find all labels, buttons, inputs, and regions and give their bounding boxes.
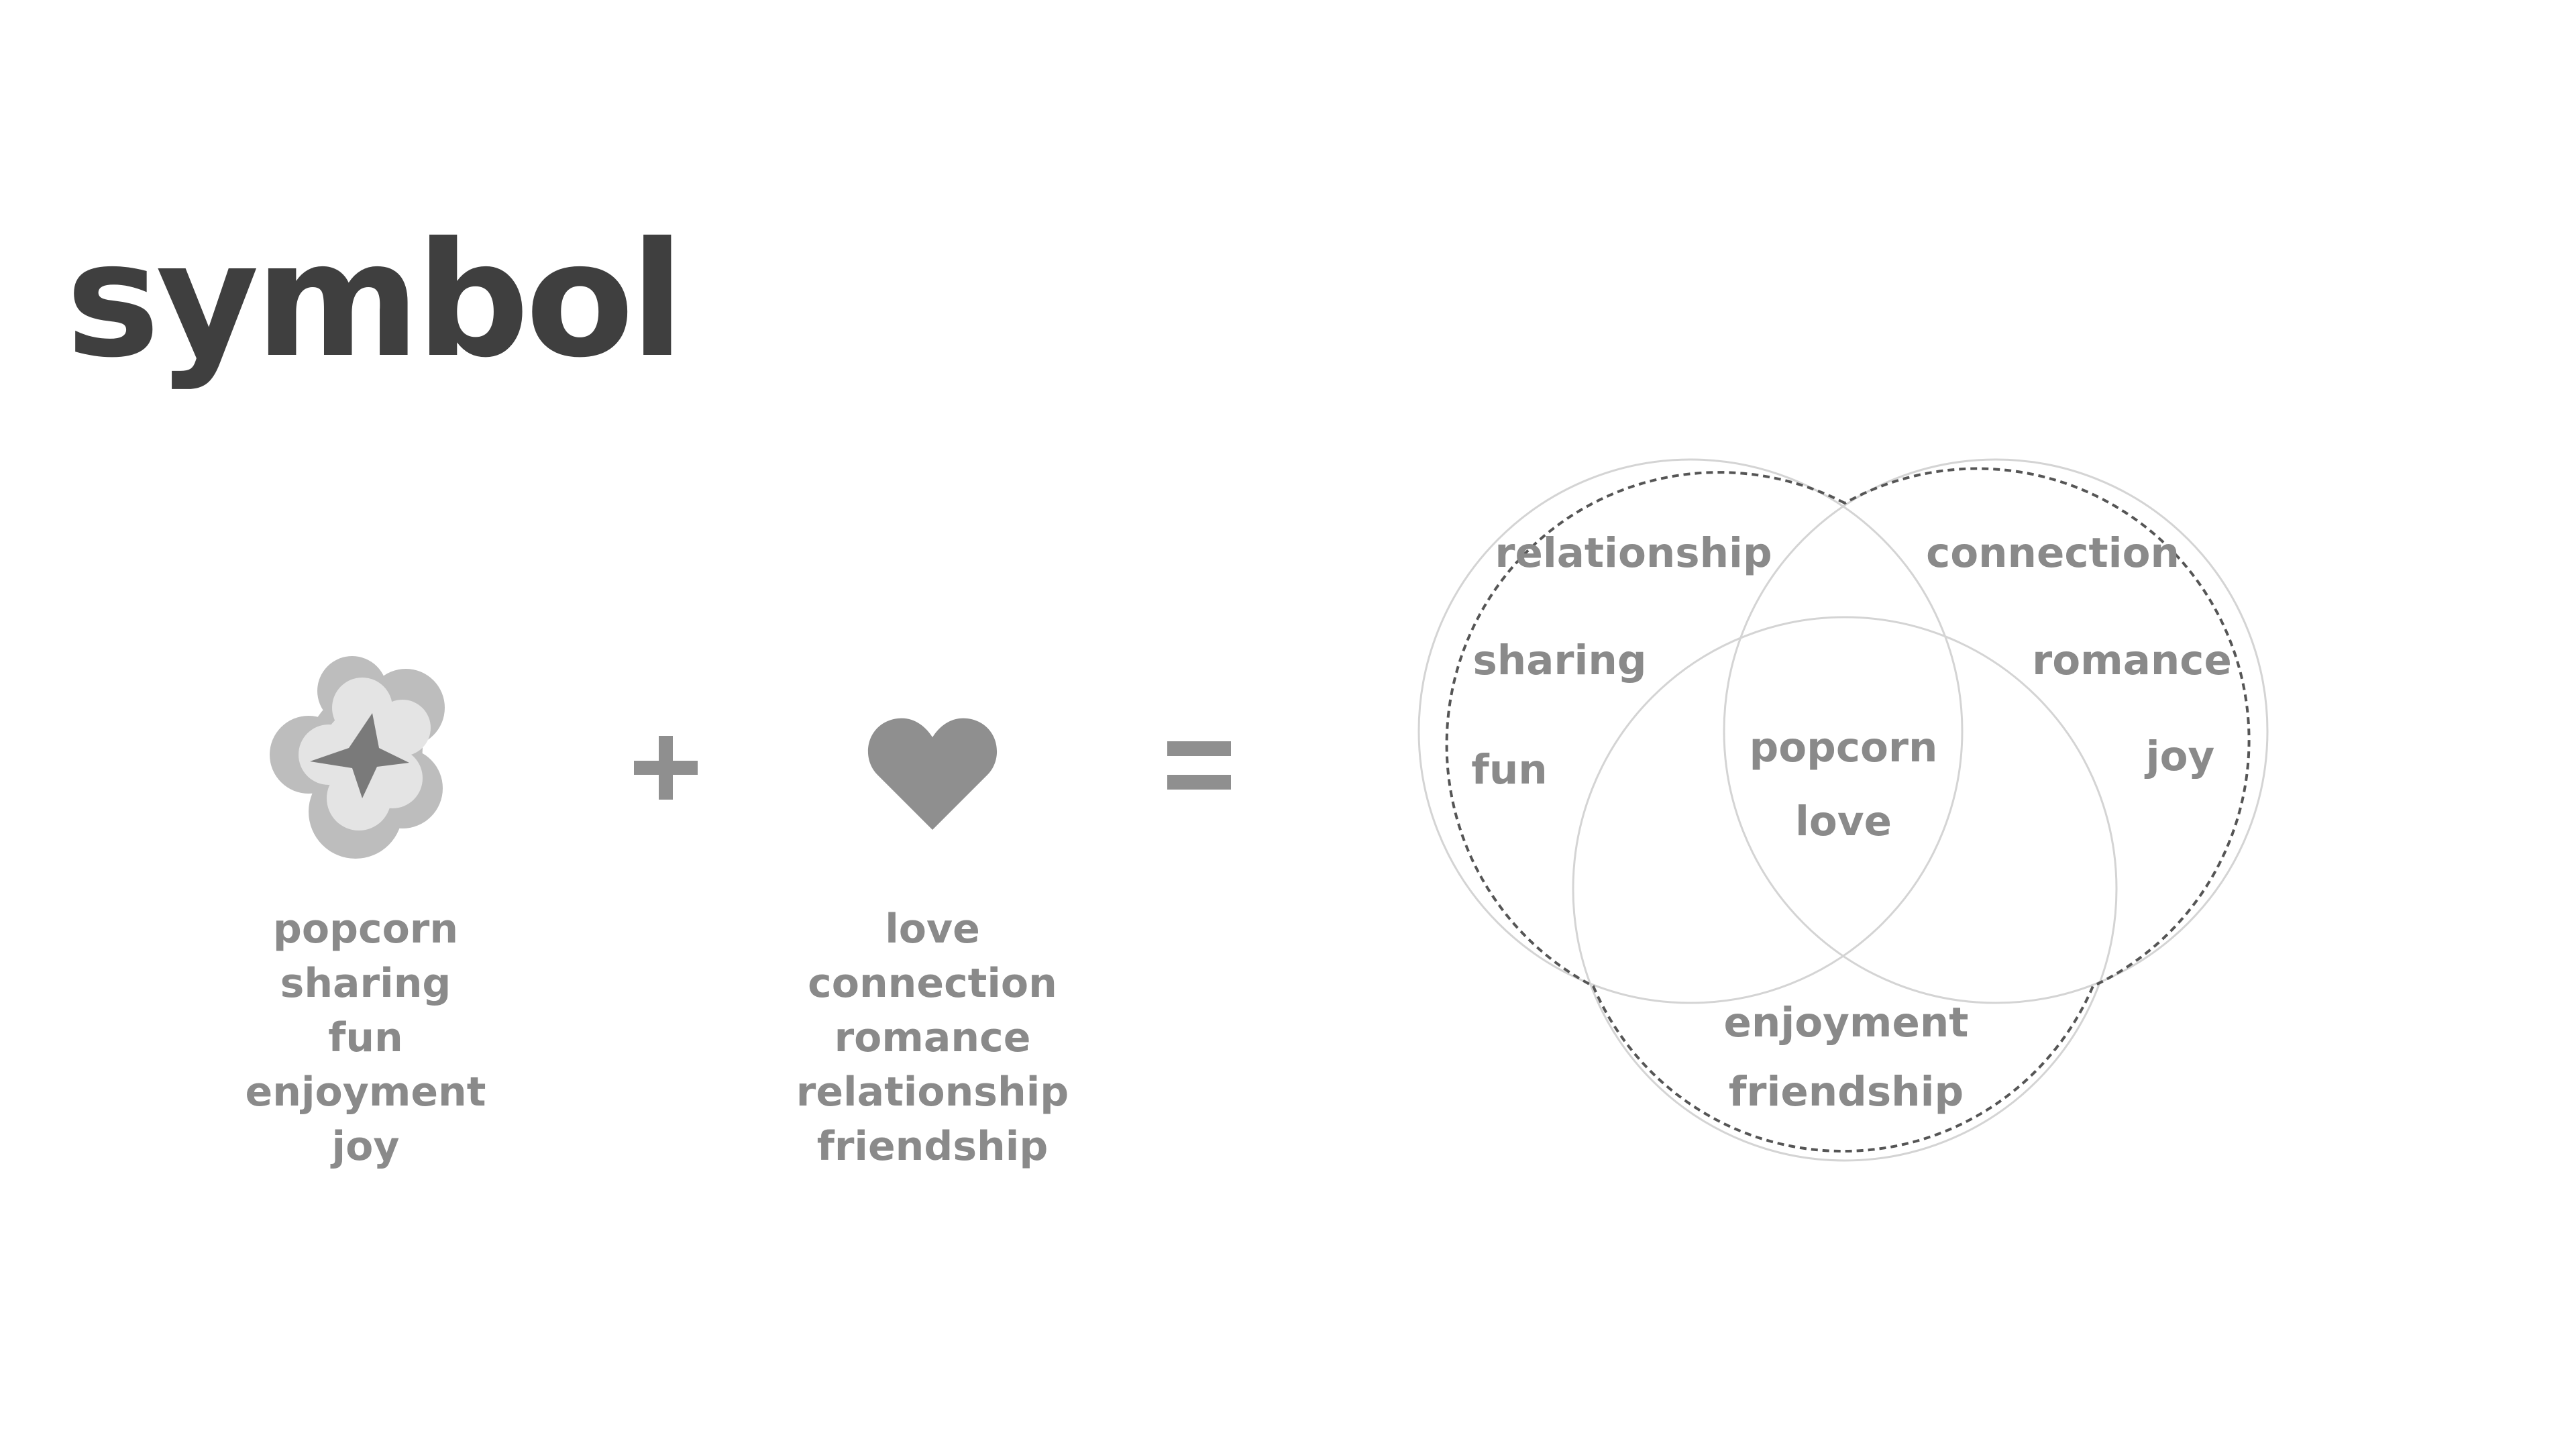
venn-circle-left [1417,458,1964,1004]
list-item: joy [331,1123,400,1170]
equals-icon [1167,741,1231,790]
list-item: relationship [796,1069,1069,1116]
venn-label-friendship: friendship [1729,1068,1964,1116]
plus-icon [634,736,698,800]
venn-label-connection: connection [1926,529,2180,577]
venn-label-fun: fun [1471,746,1547,794]
list-item: popcorn [272,906,459,953]
venn-label-love: love [1795,798,1892,845]
list-item: love [885,906,980,953]
venn-label-romance: romance [2032,637,2232,684]
list-item: connection [808,960,1057,1007]
venn-diagram: relationship sharing fun connection roma… [1417,458,2269,1162]
venn-label-joy: joy [2144,733,2215,780]
venn-label-popcorn: popcorn [1750,724,1938,771]
venn-circle-bottom [1572,616,2118,1162]
list-item: friendship [816,1123,1049,1170]
popcorn-word-list: popcorn sharing fun enjoyment joy [164,902,567,1174]
list-item: fun [328,1014,403,1061]
heart-word-list: love connection romance relationship fri… [731,902,1134,1174]
page-title: symbol [66,208,684,392]
venn-label-relationship: relationship [1495,529,1772,577]
list-item: enjoyment [245,1069,486,1116]
list-item: sharing [280,960,451,1007]
venn-label-sharing: sharing [1473,637,1647,684]
heart-icon [867,718,998,830]
popcorn-icon [270,656,445,859]
list-item: romance [834,1014,1031,1061]
venn-label-enjoyment: enjoyment [1724,999,1969,1046]
venn-circle-right [1723,458,2269,1004]
